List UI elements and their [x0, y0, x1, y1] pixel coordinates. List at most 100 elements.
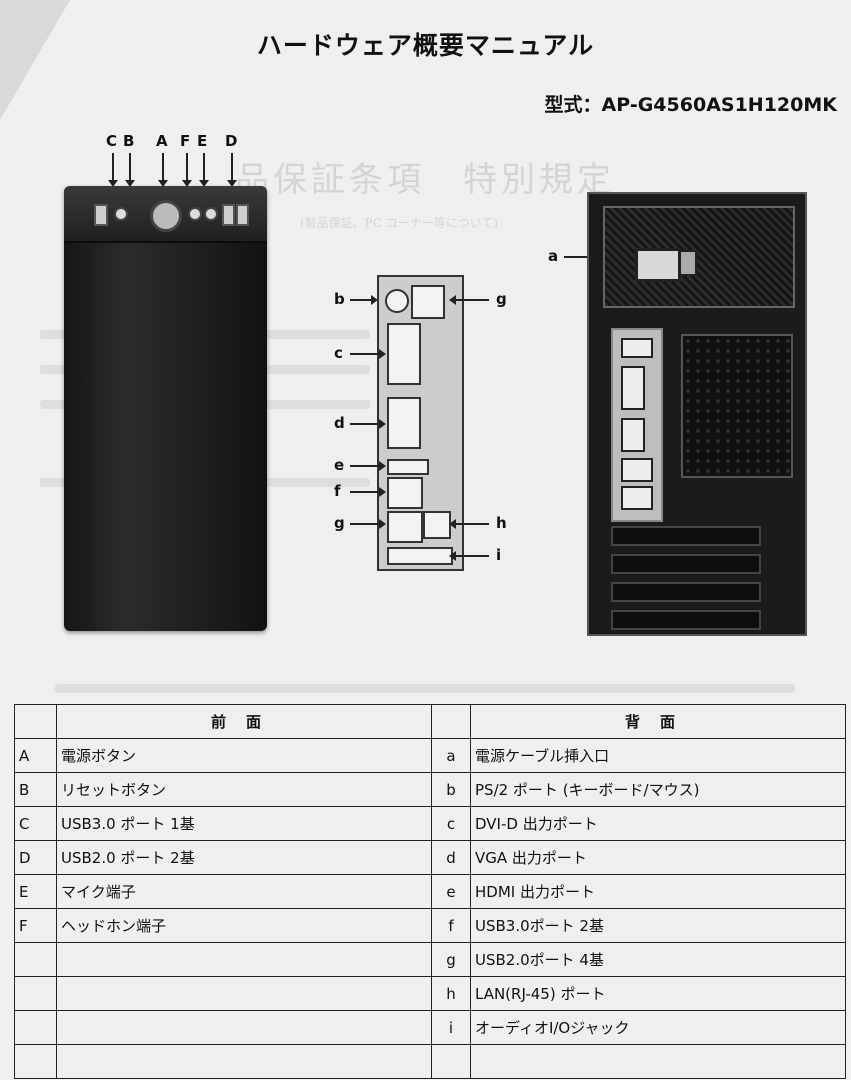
back-value	[470, 1044, 846, 1079]
reset-button	[114, 207, 128, 221]
callout-line	[350, 349, 386, 359]
front-value: リセットボタン	[56, 772, 432, 807]
front-value: USB2.0 ポート 2基	[56, 840, 432, 875]
callout-line	[449, 295, 489, 305]
callout-line	[350, 419, 386, 429]
front-header: 前面	[56, 704, 432, 739]
back-header: 背面	[470, 704, 846, 739]
vga-port	[387, 397, 421, 449]
front-value	[56, 1010, 432, 1045]
table-row: D USB2.0 ポート 2基 d VGA 出力ポート	[14, 840, 846, 875]
front-key	[14, 1044, 57, 1079]
back-value: PS/2 ポート (キーボード/マウス)	[470, 772, 846, 807]
back-value: オーディオI/Oジャック	[470, 1010, 846, 1045]
table-header-row: 前面 背面	[14, 704, 846, 739]
rear-port	[621, 458, 653, 482]
back-key: a	[431, 738, 471, 773]
front-value	[56, 976, 432, 1011]
io-label-g: g	[334, 514, 345, 532]
io-label-i: i	[496, 546, 502, 564]
front-value: 電源ボタン	[56, 738, 432, 773]
front-io-panel	[64, 186, 267, 243]
spec-table: 前面 背面 A 電源ボタン a 電源ケーブル挿入口 B リセットボタン b PS…	[14, 704, 846, 1079]
front-value	[56, 942, 432, 977]
front-value: マイク端子	[56, 874, 432, 909]
front-label-f: F	[180, 132, 191, 150]
front-key	[14, 1010, 57, 1045]
rear-port	[621, 486, 653, 510]
document-title: ハードウェア概要マニュアル	[256, 31, 595, 60]
usb2-port-front	[222, 204, 235, 226]
audio-jacks	[387, 547, 453, 565]
show-through-subheading: (製品保証、PC コーナー等について)	[300, 216, 499, 230]
back-value: DVI-D 出力ポート	[470, 806, 846, 841]
callout-line	[449, 551, 489, 561]
io-label-e: e	[334, 456, 345, 474]
callout-arrow	[182, 153, 192, 187]
power-switch	[679, 250, 697, 276]
callout-arrow	[108, 153, 118, 187]
front-label-d: D	[225, 132, 238, 150]
back-value: VGA 出力ポート	[470, 840, 846, 875]
back-label-a: a	[548, 247, 559, 265]
callout-line	[449, 519, 489, 529]
rear-port	[621, 418, 645, 452]
io-label-g-top: g	[496, 290, 507, 308]
pc-back-view	[587, 192, 807, 636]
callout-arrow	[227, 153, 237, 187]
table-row: F ヘッドホン端子 f USB3.0ポート 2基	[14, 908, 846, 943]
table-row: i オーディオI/Oジャック	[14, 1010, 846, 1045]
front-value: USB3.0 ポート 1基	[56, 806, 432, 841]
back-key: d	[431, 840, 471, 875]
callout-arrow	[158, 153, 168, 187]
front-label-e: E	[197, 132, 208, 150]
headphone-jack	[188, 207, 202, 221]
front-key	[14, 976, 57, 1011]
front-key: A	[14, 738, 57, 773]
ps2-port	[385, 289, 409, 313]
front-key	[14, 942, 57, 977]
usb3-ports	[387, 477, 423, 509]
back-key: f	[431, 908, 471, 943]
io-label-c: c	[334, 344, 343, 362]
pc-front-view	[64, 186, 267, 631]
callout-line	[350, 295, 378, 305]
expansion-slots	[611, 526, 761, 630]
back-value: 電源ケーブル挿入口	[470, 738, 846, 773]
io-label-b: b	[334, 290, 345, 308]
mic-jack	[204, 207, 218, 221]
dvi-port	[387, 323, 421, 385]
back-key: i	[431, 1010, 471, 1045]
back-value: USB2.0ポート 4基	[470, 942, 846, 977]
front-key: F	[14, 908, 57, 943]
front-label-b: B	[123, 132, 135, 150]
page-fold-shadow	[0, 0, 70, 120]
callout-line	[350, 461, 386, 471]
callout-line	[350, 487, 386, 497]
usb2-ports	[387, 511, 423, 543]
usb3-port-front	[94, 204, 108, 226]
back-value: LAN(RJ-45) ポート	[470, 976, 846, 1011]
back-key: b	[431, 772, 471, 807]
table-row: B リセットボタン b PS/2 ポート (キーボード/マウス)	[14, 772, 846, 807]
back-key: c	[431, 806, 471, 841]
back-key: e	[431, 874, 471, 909]
usb2-port-front	[236, 204, 249, 226]
front-key: C	[14, 806, 57, 841]
io-label-d: d	[334, 414, 345, 432]
callout-arrow	[125, 153, 135, 187]
model-number: 型式：AP-G4560AS1H120MK	[544, 94, 837, 116]
hdmi-port	[387, 459, 429, 475]
power-cable-socket	[635, 248, 681, 282]
table-row: g USB2.0ポート 4基	[14, 942, 846, 977]
show-through-line	[55, 684, 795, 693]
front-key: B	[14, 772, 57, 807]
rear-io-panel-diagram	[377, 275, 464, 571]
callout-line	[350, 519, 386, 529]
back-key: h	[431, 976, 471, 1011]
table-row: h LAN(RJ-45) ポート	[14, 976, 846, 1011]
lan-port	[423, 511, 451, 539]
table-row	[14, 1044, 846, 1079]
power-supply	[603, 206, 795, 308]
back-value: USB3.0ポート 2基	[470, 908, 846, 943]
